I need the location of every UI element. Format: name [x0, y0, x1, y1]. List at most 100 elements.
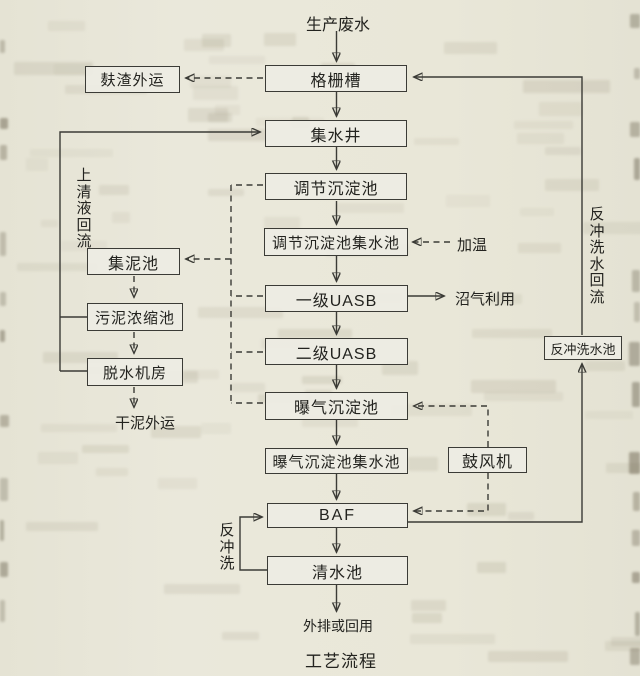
heating-label: 加温 [456, 237, 487, 254]
bleed-smudge [157, 478, 198, 489]
bleed-smudge [545, 146, 582, 155]
bleed-smudge [48, 21, 86, 32]
bleed-smudge [150, 426, 201, 439]
bleed-smudge [583, 221, 640, 234]
figure-caption: 工艺流程 [305, 652, 377, 671]
supernatant-return-label: 上清液回流 [76, 167, 92, 250]
page-edge-mark [633, 492, 640, 511]
bleed-smudge [190, 75, 231, 89]
bleed-smudge [183, 370, 219, 379]
page-edge-mark [629, 342, 640, 367]
bleed-smudge [487, 651, 569, 662]
bleed-smudge [54, 64, 92, 75]
page-edge-mark [629, 648, 640, 666]
bleed-smudge [335, 203, 405, 214]
bleed-smudge [208, 188, 245, 197]
bleed-smudge [208, 128, 270, 142]
bleed-smudge [222, 631, 259, 641]
bleed-smudge [263, 33, 297, 46]
bleed-smudge [13, 62, 94, 75]
bleed-smudge [520, 207, 554, 217]
page-edge-mark [0, 292, 6, 307]
bleed-smudge [410, 633, 495, 644]
bleed-smudge [98, 184, 129, 196]
node-screenings-out: 麸渣外运 [85, 66, 180, 93]
node-uasb-stage1: 一级UASB [265, 285, 408, 312]
bleed-smudge [585, 411, 633, 419]
bleed-smudge [412, 612, 443, 624]
page-edge-mark [631, 572, 640, 583]
bleed-smudge [407, 457, 439, 471]
bleed-smudge [413, 137, 460, 146]
node-grid-tank: 格栅槽 [265, 65, 407, 92]
bleed-smudge [523, 79, 610, 93]
bleed-smudge [40, 423, 118, 433]
page-edge-mark [632, 530, 640, 547]
bleed-smudge [209, 56, 266, 64]
bleed-smudge [585, 360, 625, 372]
discharge-label: 外排或回用 [303, 618, 373, 634]
bleed-smudge [231, 383, 266, 393]
source-label: 生产废水 [305, 17, 370, 34]
bleed-smudge [112, 212, 130, 223]
node-dewatering-room: 脱水机房 [87, 358, 183, 386]
node-regulating-sed-collection-tank: 调节沉淀池集水池 [264, 228, 408, 256]
page-edge-mark [0, 232, 7, 256]
bleed-smudge [25, 522, 99, 531]
node-aeration-sedimentation-tank: 曝气沉淀池 [265, 392, 408, 420]
page-edge-mark [0, 330, 5, 343]
bleed-smudge [605, 463, 640, 474]
page-edge-mark [629, 122, 640, 138]
bleed-smudge [610, 636, 640, 646]
bleed-smudge [545, 179, 599, 191]
bleed-smudge [163, 584, 240, 594]
bleed-smudge [476, 561, 507, 574]
page-edge-mark [0, 415, 9, 428]
page-edge-mark [0, 145, 8, 160]
bleed-smudge [446, 194, 490, 208]
bleed-smudge [538, 102, 583, 116]
node-clear-water-tank: 清水池 [267, 556, 408, 585]
bleed-smudge [183, 39, 224, 51]
node-uasb-stage2: 二级UASB [265, 338, 408, 365]
backwash-return-label: 反冲洗水回流 [589, 206, 605, 306]
page-edge-mark [629, 452, 640, 475]
bleed-smudge [517, 133, 564, 144]
page-edge-mark [0, 520, 5, 542]
bleed-smudge [82, 444, 129, 454]
page-edge-mark [633, 302, 640, 322]
page-edge-mark [0, 118, 9, 129]
bleed-smudge [95, 468, 128, 477]
bleed-smudge [208, 112, 233, 122]
backwash-label: 反冲洗 [219, 522, 235, 572]
page-edge-mark [0, 40, 6, 53]
dry-sludge-out-label: 干泥外运 [114, 415, 175, 432]
page-edge-mark [633, 158, 640, 181]
biogas-use-label: 沼气利用 [454, 291, 515, 308]
bleed-smudge [192, 86, 239, 101]
node-baf: BAF [267, 503, 408, 528]
page-edge-mark [0, 562, 8, 578]
bleed-smudge [16, 263, 98, 271]
bleed-smudge [484, 391, 564, 402]
bleed-smudge [466, 503, 506, 516]
bleed-smudge [38, 452, 79, 464]
node-sludge-thickening-tank: 污泥浓缩池 [87, 303, 183, 331]
node-backwash-water-tank: 反冲洗水池 [544, 336, 622, 360]
page-edge-mark [634, 68, 640, 79]
bleed-smudge [215, 105, 241, 116]
node-collection-well: 集水井 [265, 120, 407, 147]
bleed-smudge [518, 243, 562, 253]
bleed-smudge [411, 600, 446, 612]
page-edge-mark [631, 270, 640, 293]
bleed-smudge [26, 157, 49, 171]
node-sludge-collection-tank: 集泥池 [87, 248, 180, 275]
page-edge-mark [0, 600, 5, 622]
bleed-smudge [301, 376, 343, 384]
bleed-smudge [471, 328, 553, 339]
page-edge-mark [631, 382, 640, 408]
bleed-smudge [41, 219, 58, 228]
node-regulating-sedimentation-tank: 调节沉淀池 [265, 173, 407, 200]
bleed-smudge [513, 121, 573, 130]
